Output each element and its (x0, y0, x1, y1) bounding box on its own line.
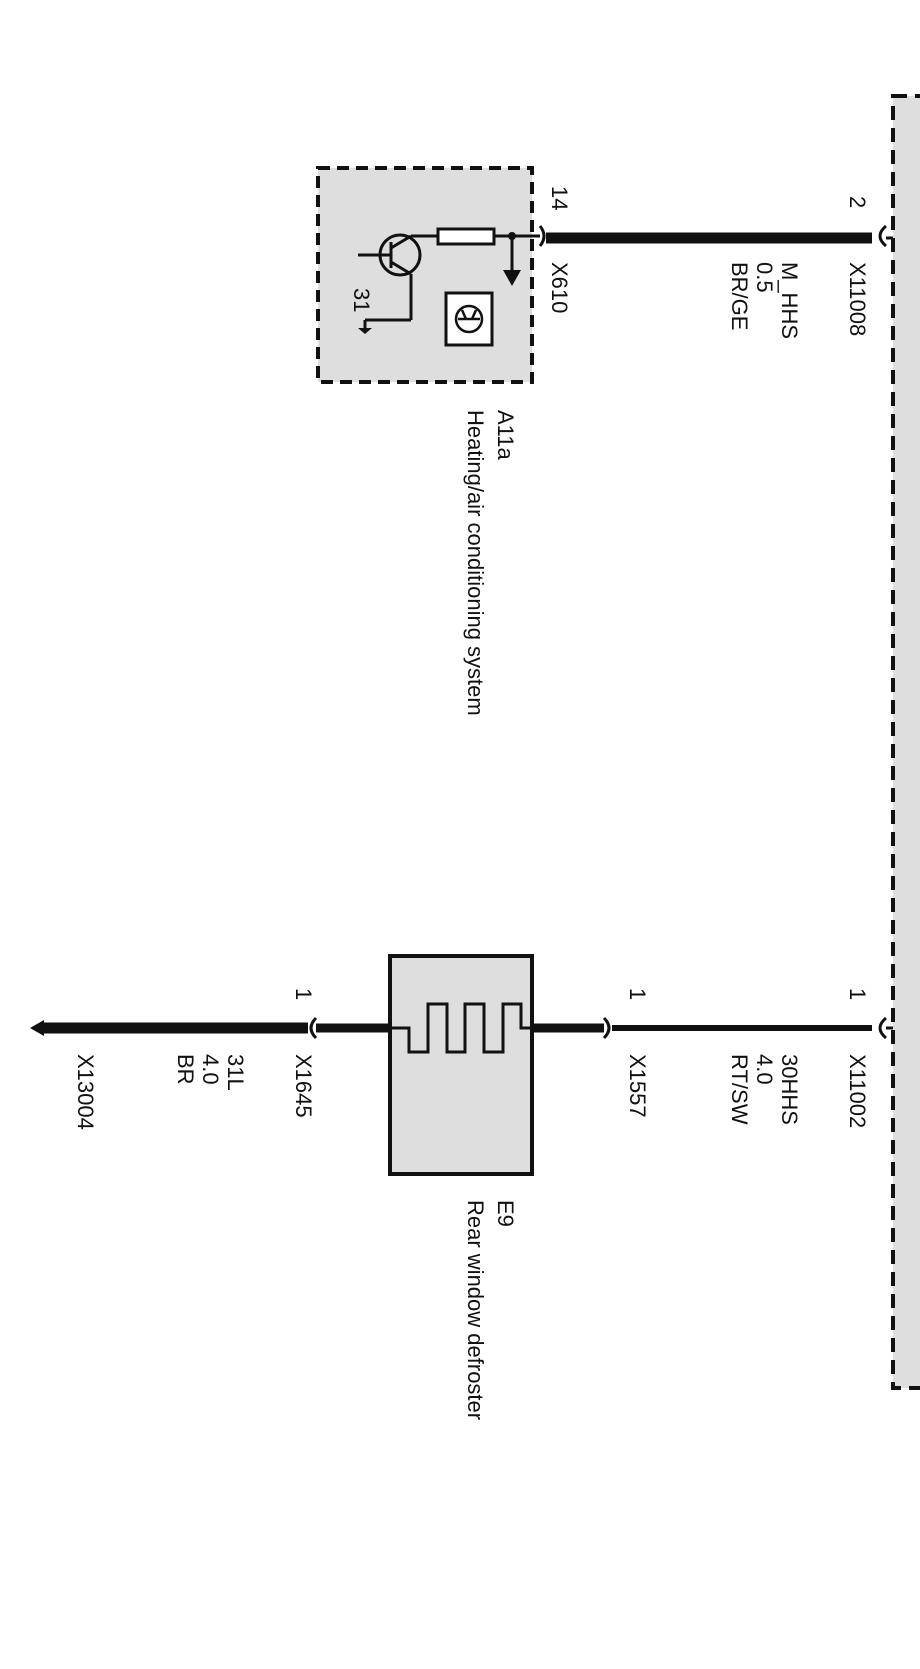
a11a-name-label: Heating/air conditioning system (463, 410, 488, 716)
pin-e9-1-top: 1 (625, 988, 650, 1000)
wire-m-hhs-cross-section: 0.5 (752, 262, 777, 293)
wire-31l-color: BR (173, 1054, 198, 1085)
connector-x11002-icon (878, 1016, 888, 1040)
connector-x11008-label: X11008 (845, 262, 870, 336)
e9-id-label: E9 (493, 1200, 518, 1227)
ground-x13004-icon (30, 1020, 44, 1036)
diagnostic-transistor-icon (444, 291, 494, 347)
pin-module-1: 1 (845, 988, 870, 1000)
a11a-id-label: A11a (493, 410, 518, 461)
a11a-terminal-31-label: 31 (349, 288, 374, 312)
wire-31l-cross-section: 4.0 (198, 1054, 223, 1085)
output-arrow-icon (503, 270, 521, 286)
resistor-icon (436, 227, 496, 246)
wire-30hhs-signal: 30HHS (777, 1054, 802, 1125)
connector-x1645-label: X1645 (291, 1054, 316, 1118)
wire-30hhs-cross-section: 4.0 (752, 1054, 777, 1085)
e9-name-label: Rear window defroster (463, 1200, 488, 1420)
heating-element-icon (390, 1002, 532, 1054)
wire-31l-signal: 31L (223, 1054, 248, 1091)
wire-m-hhs-signal: M_HHS (777, 262, 802, 339)
a11a-component-box[interactable] (316, 166, 534, 384)
connector-x11002-label: X11002 (845, 1054, 870, 1128)
pin-module-2: 2 (845, 196, 870, 208)
wire-30hhs-color: RT/SW (727, 1054, 752, 1125)
transistor-icon (358, 233, 437, 328)
connector-x11008-icon (878, 224, 888, 248)
connector-x1645-icon (309, 1016, 318, 1040)
ground-x13004-label: X13004 (73, 1054, 98, 1130)
wire-m-hhs-color: BR/GE (727, 262, 752, 330)
control-module-box (891, 94, 920, 1390)
pin-a11a-14: 14 (547, 186, 572, 210)
connector-x1557-icon (602, 1016, 611, 1040)
e9-component-box[interactable] (388, 954, 534, 1176)
connector-x610-icon (538, 225, 546, 247)
pin-e9-1-bottom: 1 (291, 988, 316, 1000)
connector-x610-label: X610 (547, 262, 572, 313)
connector-x1557-label: X1557 (625, 1054, 650, 1118)
ground-icon (358, 328, 372, 334)
